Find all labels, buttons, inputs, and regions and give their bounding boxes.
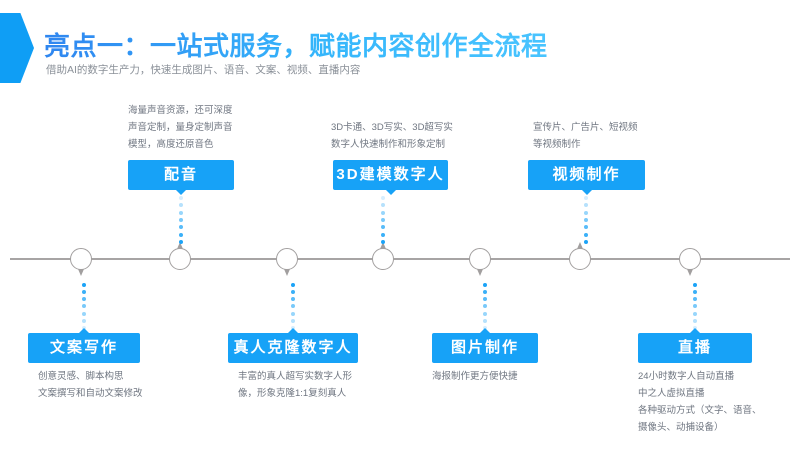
card-top-dubbing[interactable]: 配音 [128, 160, 234, 195]
card-pointer-icon [581, 190, 592, 195]
node-tail-icon [177, 242, 183, 249]
card-top-3d-modeling-avatar[interactable]: 3D建模数字人 [333, 160, 448, 195]
connector-dots-bottom-2 [291, 283, 295, 330]
page-subtitle: 借助AI的数字生产力，快速生成图片、语音、文案、视频、直播内容 [46, 64, 361, 76]
connector-dots-top-1 [179, 196, 183, 244]
desc-line: 丰富的真人超写实数字人形 [238, 371, 353, 382]
timeline-node-5[interactable] [469, 248, 491, 276]
bottom-item-4-description: 24小时数字人自动直播 中之人虚拟直播 各种驱动方式（文字、语音、 摄像头、动捕… [638, 368, 793, 436]
desc-line: 声音定制，量身定制声音 [128, 122, 233, 133]
desc-line: 数字人快速制作和形象定制 [331, 139, 446, 150]
card-bottom-live-streaming[interactable]: 直播 [638, 328, 752, 363]
card-bottom-image-production[interactable]: 图片制作 [432, 328, 538, 363]
connector-dots-bottom-1 [82, 283, 86, 330]
node-tail-icon [284, 269, 290, 276]
top-item-3-description: 宣传片、广告片、短视频 等视频制作 [533, 119, 653, 153]
desc-line: 海量声音资源，还可深度 [128, 105, 233, 116]
card-top-video-production[interactable]: 视频制作 [528, 160, 645, 195]
timeline-node-1[interactable] [70, 248, 92, 276]
card-bottom-copywriting[interactable]: 文案写作 [28, 328, 140, 363]
timeline-node-7[interactable] [679, 248, 701, 276]
desc-line: 各种驱动方式（文字、语音、 [638, 405, 762, 416]
timeline-node-3[interactable] [276, 248, 298, 276]
desc-line: 文案撰写和自动文案修改 [38, 388, 143, 399]
bottom-item-3-description: 海报制作更方便快捷 [432, 368, 572, 385]
node-tail-icon [380, 242, 386, 249]
desc-line: 创意灵感、脚本构思 [38, 371, 124, 382]
chevron-right-banner-icon [0, 13, 34, 83]
desc-line: 海报制作更方便快捷 [432, 371, 518, 382]
card-bottom-human-clone-avatar[interactable]: 真人克隆数字人 [228, 328, 358, 363]
timeline-node-6[interactable] [569, 242, 591, 270]
desc-line: 模型，高度还原音色 [128, 139, 214, 150]
desc-line: 像，形象克隆1:1复刻真人 [238, 388, 347, 399]
card-pointer-icon [690, 328, 700, 333]
connector-dots-bottom-4 [693, 283, 697, 330]
top-item-2-description: 3D卡通、3D写实、3D超写实 数字人快速制作和形象定制 [331, 119, 456, 153]
card-pointer-icon [176, 190, 186, 195]
node-tail-icon [477, 269, 483, 276]
card-pointer-icon [288, 328, 298, 333]
card-pointer-icon [79, 328, 89, 333]
card-pointer-icon [385, 190, 396, 195]
top-item-1-description: 海量声音资源，还可深度 声音定制，量身定制声音 模型，高度还原音色 [128, 102, 238, 153]
desc-line: 宣传片、广告片、短视频 [533, 122, 638, 133]
node-tail-icon [78, 269, 84, 276]
page-title: 亮点一：一站式服务，赋能内容创作全流程 [44, 26, 548, 63]
node-tail-icon [577, 242, 583, 249]
timeline-node-2[interactable] [169, 242, 191, 270]
timeline-axis [10, 258, 790, 260]
bottom-item-1-description: 创意灵感、脚本构思 文案撰写和自动文案修改 [38, 368, 178, 402]
connector-dots-bottom-3 [483, 283, 487, 330]
bottom-item-2-description: 丰富的真人超写实数字人形 像，形象克隆1:1复刻真人 [238, 368, 378, 402]
desc-line: 3D卡通、3D写实、3D超写实 [331, 122, 453, 133]
connector-dots-top-2 [381, 196, 385, 244]
desc-line: 摄像头、动捕设备） [638, 422, 724, 433]
card-pointer-icon [480, 328, 490, 333]
connector-dots-top-3 [584, 196, 588, 244]
timeline-node-4[interactable] [372, 242, 394, 270]
desc-line: 等视频制作 [533, 139, 581, 150]
desc-line: 24小时数字人自动直播 [638, 371, 735, 382]
node-tail-icon [687, 269, 693, 276]
desc-line: 中之人虚拟直播 [638, 388, 705, 399]
